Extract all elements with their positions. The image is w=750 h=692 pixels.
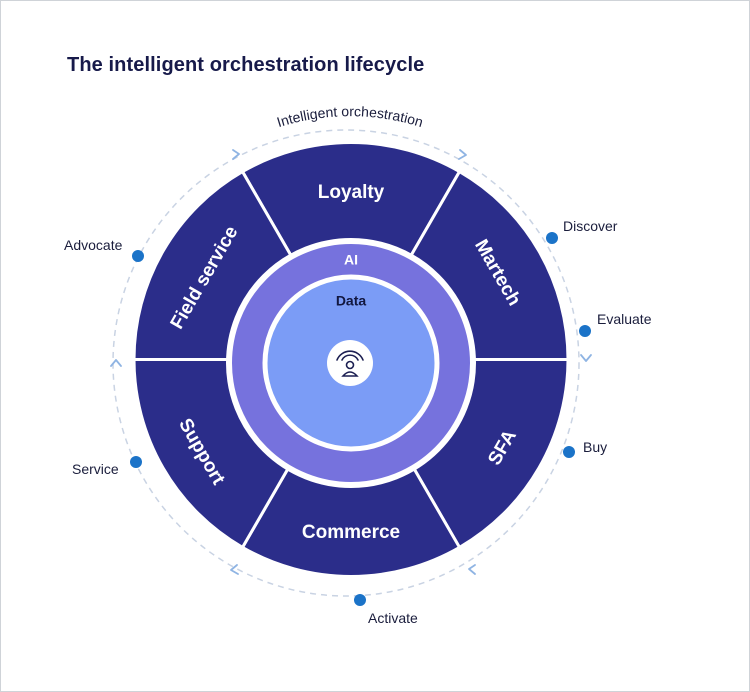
stage-label-activate: Activate <box>368 610 418 626</box>
stage-label-advocate: Advocate <box>64 237 123 253</box>
stage-dot-buy <box>563 446 575 458</box>
stage-label-discover: Discover <box>563 218 618 234</box>
segment-label-commerce: Commerce <box>302 522 400 543</box>
data-circle-label: Data <box>336 293 367 309</box>
arrow-chevron-icon <box>230 564 239 575</box>
stage-label-buy: Buy <box>583 439 607 455</box>
stage-dot-advocate <box>132 250 144 262</box>
outer-ring-label: Intelligent orchestration <box>275 103 425 130</box>
segment-label-loyalty: Loyalty <box>318 182 385 203</box>
stage-dot-discover <box>546 232 558 244</box>
stage-dot-evaluate <box>579 325 591 337</box>
arrow-chevron-icon <box>110 359 122 367</box>
stage-label-service: Service <box>72 461 119 477</box>
arrow-chevron-icon <box>232 149 240 160</box>
arrow-chevron-icon <box>468 564 476 575</box>
arrow-chevron-icon <box>458 149 467 160</box>
arrow-chevron-icon <box>580 354 592 362</box>
figure-title: The intelligent orchestration lifecycle <box>67 54 425 76</box>
stage-dot-service <box>130 456 142 468</box>
person-signal-icon <box>327 340 373 386</box>
stage-dot-activate <box>354 594 366 606</box>
stage-label-evaluate: Evaluate <box>597 311 652 327</box>
ai-ring-label: AI <box>344 252 358 268</box>
